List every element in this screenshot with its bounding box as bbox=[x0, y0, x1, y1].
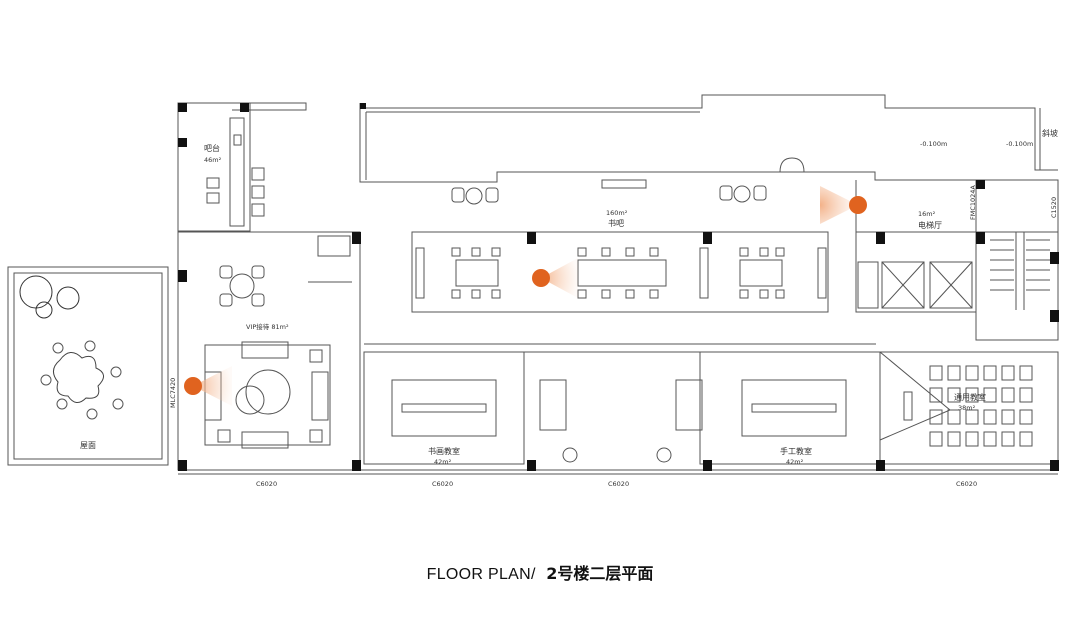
room-labels: 吧台 46m² VIP接待 81m² 屋面 160m² 书吧 16m² 电梯厅 … bbox=[80, 143, 986, 466]
general-area: 38m² bbox=[958, 404, 976, 412]
window-c6020-label-2: C6020 bbox=[432, 480, 453, 488]
library-area: 160m² bbox=[606, 209, 628, 217]
elevation-a: -0.100m bbox=[920, 140, 947, 148]
bar-furniture bbox=[206, 117, 265, 227]
calligraphy-name: 书画教室 bbox=[428, 446, 460, 456]
roof-name: 屋面 bbox=[80, 441, 96, 450]
annotations: -0.100m -0.100m 斜坡 FMC1024A C1520 MLC742… bbox=[169, 128, 1058, 488]
door-c1520-label: C1520 bbox=[1050, 197, 1058, 218]
craft-area: 42m² bbox=[786, 458, 804, 466]
camera-spot-markers bbox=[184, 186, 867, 406]
window-c6020-label-4: C6020 bbox=[956, 480, 977, 488]
plan-caption: FLOOR PLAN/ 2号楼二层平面 bbox=[0, 560, 1080, 584]
ramp-label: 斜坡 bbox=[1042, 128, 1058, 138]
camera-spot-vip bbox=[184, 377, 202, 395]
window-c6020-label-1: C6020 bbox=[256, 480, 277, 488]
structural-columns bbox=[178, 103, 1059, 471]
calligraphy-area: 42m² bbox=[434, 458, 452, 466]
elevator-cores bbox=[857, 239, 1050, 309]
library-name: 书吧 bbox=[608, 218, 624, 228]
camera-spot-library bbox=[532, 269, 550, 287]
bar-name: 吧台 bbox=[204, 143, 220, 153]
elevation-b: -0.100m bbox=[1006, 140, 1033, 148]
caption-english: FLOOR PLAN/ bbox=[426, 566, 536, 583]
vip-name: VIP接待 81m² bbox=[246, 322, 289, 331]
building-outline bbox=[177, 94, 1059, 475]
vip-lounge-furniture bbox=[204, 235, 352, 449]
bar-area: 46m² bbox=[204, 156, 222, 164]
general-name: 通用教室 bbox=[954, 392, 986, 402]
door-fm-label: FMC1024A bbox=[969, 185, 977, 220]
library-tables bbox=[415, 157, 827, 299]
elevator-hall-name: 电梯厅 bbox=[918, 220, 942, 230]
caption-chinese: 2号楼二层平面 bbox=[546, 564, 654, 583]
window-mlc-label: MLC7420 bbox=[169, 378, 177, 408]
general-classroom-desks bbox=[929, 365, 1033, 447]
classroom-tables bbox=[391, 351, 951, 463]
camera-spot-entrance bbox=[849, 196, 867, 214]
window-c6020-label-3: C6020 bbox=[608, 480, 629, 488]
elevator-hall-area: 16m² bbox=[918, 210, 936, 218]
roof-terrace bbox=[7, 266, 169, 466]
craft-name: 手工教室 bbox=[780, 446, 812, 456]
